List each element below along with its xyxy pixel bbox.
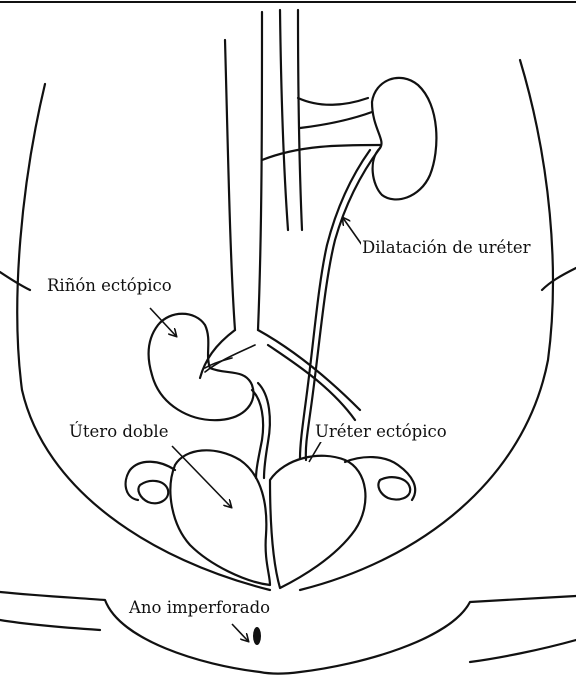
buttocks-outline [0, 592, 576, 674]
torso-outline-right [300, 60, 553, 590]
left-ovary [138, 481, 168, 503]
thigh-line-right [470, 640, 576, 662]
right-hip-line [542, 268, 576, 290]
ectopic-kidney [149, 314, 254, 420]
arrow-imperforate-anus [232, 624, 248, 641]
renal-vessel-mid [300, 112, 372, 128]
aorta-right-wall [258, 12, 262, 330]
vena-cava-left [280, 10, 288, 230]
renal-vessel-upper [298, 98, 368, 105]
ectopic-kidney-ureter [252, 390, 263, 478]
uterus-left-horn [170, 450, 270, 585]
left-hip-line [0, 272, 30, 290]
torso-outline [17, 84, 270, 590]
aorta [225, 40, 235, 330]
arrow-dilated-ureter [343, 218, 362, 245]
label-ectopic-ureter: Uréter ectópico [314, 422, 448, 442]
right-kidney [372, 78, 436, 200]
label-imperforate-anus: Ano imperforado [128, 598, 271, 618]
uterus-right-horn [270, 456, 365, 588]
label-double-uterus: Útero doble [68, 422, 169, 442]
label-ectopic-kidney: Riñón ectópico [46, 276, 173, 296]
arrow-double-uterus [172, 446, 231, 507]
thigh-line-left [0, 620, 100, 630]
imperforate-anus-mark [253, 627, 261, 645]
label-dilated-ureter: Dilatación de uréter [361, 238, 532, 258]
renal-vessel-lower [262, 145, 380, 160]
right-ovary [378, 477, 410, 499]
arrow-ectopic-ureter [309, 440, 322, 462]
vena-cava-right [298, 10, 302, 230]
right-fallopian-tube [345, 457, 415, 500]
